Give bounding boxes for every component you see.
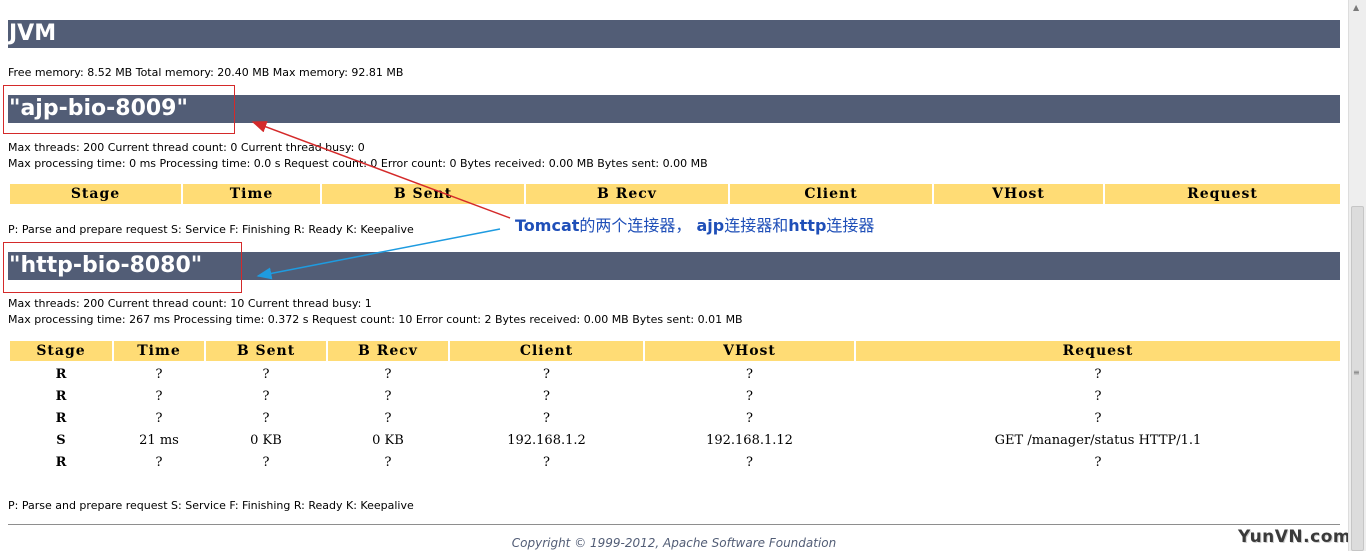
ajp-processing-info: Max processing time: 0 ms Processing tim… bbox=[8, 157, 708, 170]
cell-client: ? bbox=[543, 454, 550, 470]
annotation-tomcat: Tomcat bbox=[515, 216, 580, 235]
cell-bytes-recv: 0 KB bbox=[372, 432, 404, 448]
column-header-bytes-recv: B Recv bbox=[526, 184, 728, 204]
copyright-text: Copyright © 1999-2012, Apache Software F… bbox=[511, 536, 837, 550]
annotation-text-1: 的两个连接器， bbox=[579, 216, 692, 235]
cell-request: ? bbox=[1094, 388, 1102, 404]
cell-time: ? bbox=[155, 366, 163, 382]
cell-bytes-sent: ? bbox=[262, 388, 270, 404]
annotation-http: http bbox=[788, 216, 827, 235]
ajp-connector-heading: "ajp-bio-8009" bbox=[8, 95, 1340, 123]
column-header-vhost: VHost bbox=[934, 184, 1103, 204]
http-workers-table: Stage Time B Sent B Recv Client VHost Re… bbox=[8, 339, 1342, 473]
cell-request: ? bbox=[1094, 410, 1102, 426]
cell-vhost: 192.168.1.12 bbox=[706, 432, 793, 448]
column-header-vhost: VHost bbox=[645, 341, 854, 361]
annotation-ajp: ajp bbox=[696, 216, 725, 235]
http-highlight-box bbox=[3, 242, 242, 293]
cell-vhost: ? bbox=[746, 388, 753, 404]
column-header-client: Client bbox=[450, 341, 643, 361]
table-row: S 21 ms 0 KB 0 KB 192.168.1.2 192.168.1.… bbox=[10, 429, 1340, 449]
ajp-table-header-row: Stage Time B Sent B Recv Client VHost Re… bbox=[10, 184, 1340, 204]
cell-client: ? bbox=[543, 366, 550, 382]
cell-time: ? bbox=[155, 454, 163, 470]
column-header-bytes-sent: B Sent bbox=[206, 341, 326, 361]
cell-bytes-recv: ? bbox=[384, 388, 392, 404]
column-header-stage: Stage bbox=[10, 341, 112, 361]
connector-annotation: Tomcat的两个连接器， ajp连接器和http连接器 bbox=[515, 212, 874, 236]
http-processing-info: Max processing time: 267 ms Processing t… bbox=[8, 313, 743, 326]
cell-vhost: ? bbox=[746, 454, 753, 470]
http-stage-legend: P: Parse and prepare request S: Service … bbox=[8, 499, 414, 512]
cell-stage: R bbox=[55, 366, 67, 382]
column-header-client: Client bbox=[730, 184, 932, 204]
http-table-header-row: Stage Time B Sent B Recv Client VHost Re… bbox=[10, 341, 1340, 361]
ajp-stage-legend: P: Parse and prepare request S: Service … bbox=[8, 223, 414, 236]
column-header-request: Request bbox=[1105, 184, 1340, 204]
http-connector-heading: "http-bio-8080" bbox=[8, 252, 1340, 280]
column-header-stage: Stage bbox=[10, 184, 181, 204]
scroll-up-icon[interactable]: ▲ bbox=[1353, 3, 1360, 12]
cell-request: ? bbox=[1094, 366, 1102, 382]
cell-bytes-recv: ? bbox=[384, 366, 392, 382]
cell-bytes-recv: ? bbox=[384, 410, 392, 426]
column-header-time: Time bbox=[114, 341, 204, 361]
cell-vhost: ? bbox=[746, 410, 753, 426]
column-header-time: Time bbox=[183, 184, 320, 204]
jvm-memory-info: Free memory: 8.52 MB Total memory: 20.40… bbox=[8, 66, 404, 79]
cell-time: ? bbox=[155, 410, 163, 426]
cell-time: ? bbox=[155, 388, 163, 404]
cell-bytes-sent: 0 KB bbox=[250, 432, 282, 448]
column-header-request: Request bbox=[856, 341, 1340, 361]
cell-stage: R bbox=[55, 454, 67, 470]
http-threads-info: Max threads: 200 Current thread count: 1… bbox=[8, 297, 372, 310]
annotation-text-2: 连接器和 bbox=[724, 216, 789, 235]
cell-bytes-sent: ? bbox=[262, 366, 270, 382]
table-row: R ? ? ? ? ? ? bbox=[10, 363, 1340, 383]
cell-stage: R bbox=[55, 410, 67, 426]
cell-stage: S bbox=[56, 432, 66, 448]
table-row: R ? ? ? ? ? ? bbox=[10, 407, 1340, 427]
ajp-highlight-box bbox=[3, 85, 235, 134]
site-watermark: YunVN.com bbox=[1238, 527, 1352, 547]
cell-bytes-sent: ? bbox=[262, 410, 270, 426]
table-row: R ? ? ? ? ? ? bbox=[10, 385, 1340, 405]
cell-time: 21 ms bbox=[139, 432, 179, 448]
scrollbar-thumb[interactable] bbox=[1351, 206, 1364, 551]
jvm-heading: JVM bbox=[8, 20, 1340, 48]
cell-request: GET /manager/status HTTP/1.1 bbox=[994, 432, 1202, 448]
ajp-threads-info: Max threads: 200 Current thread count: 0… bbox=[8, 141, 365, 154]
cell-request: ? bbox=[1094, 454, 1102, 470]
column-header-bytes-sent: B Sent bbox=[322, 184, 524, 204]
column-header-bytes-recv: B Recv bbox=[328, 341, 448, 361]
cell-client: 192.168.1.2 bbox=[507, 432, 586, 448]
cell-bytes-recv: ? bbox=[384, 454, 392, 470]
vertical-scrollbar[interactable]: ▲ ≡ bbox=[1348, 0, 1366, 551]
cell-bytes-sent: ? bbox=[262, 454, 270, 470]
ajp-workers-table: Stage Time B Sent B Recv Client VHost Re… bbox=[8, 182, 1342, 206]
annotation-text-3: 连接器 bbox=[826, 216, 875, 235]
table-row: R ? ? ? ? ? ? bbox=[10, 451, 1340, 471]
cell-vhost: ? bbox=[746, 366, 753, 382]
cell-client: ? bbox=[543, 388, 550, 404]
cell-stage: R bbox=[55, 388, 67, 404]
footer-divider bbox=[8, 524, 1340, 525]
scroll-grip-icon: ≡ bbox=[1353, 368, 1360, 377]
cell-client: ? bbox=[543, 410, 550, 426]
